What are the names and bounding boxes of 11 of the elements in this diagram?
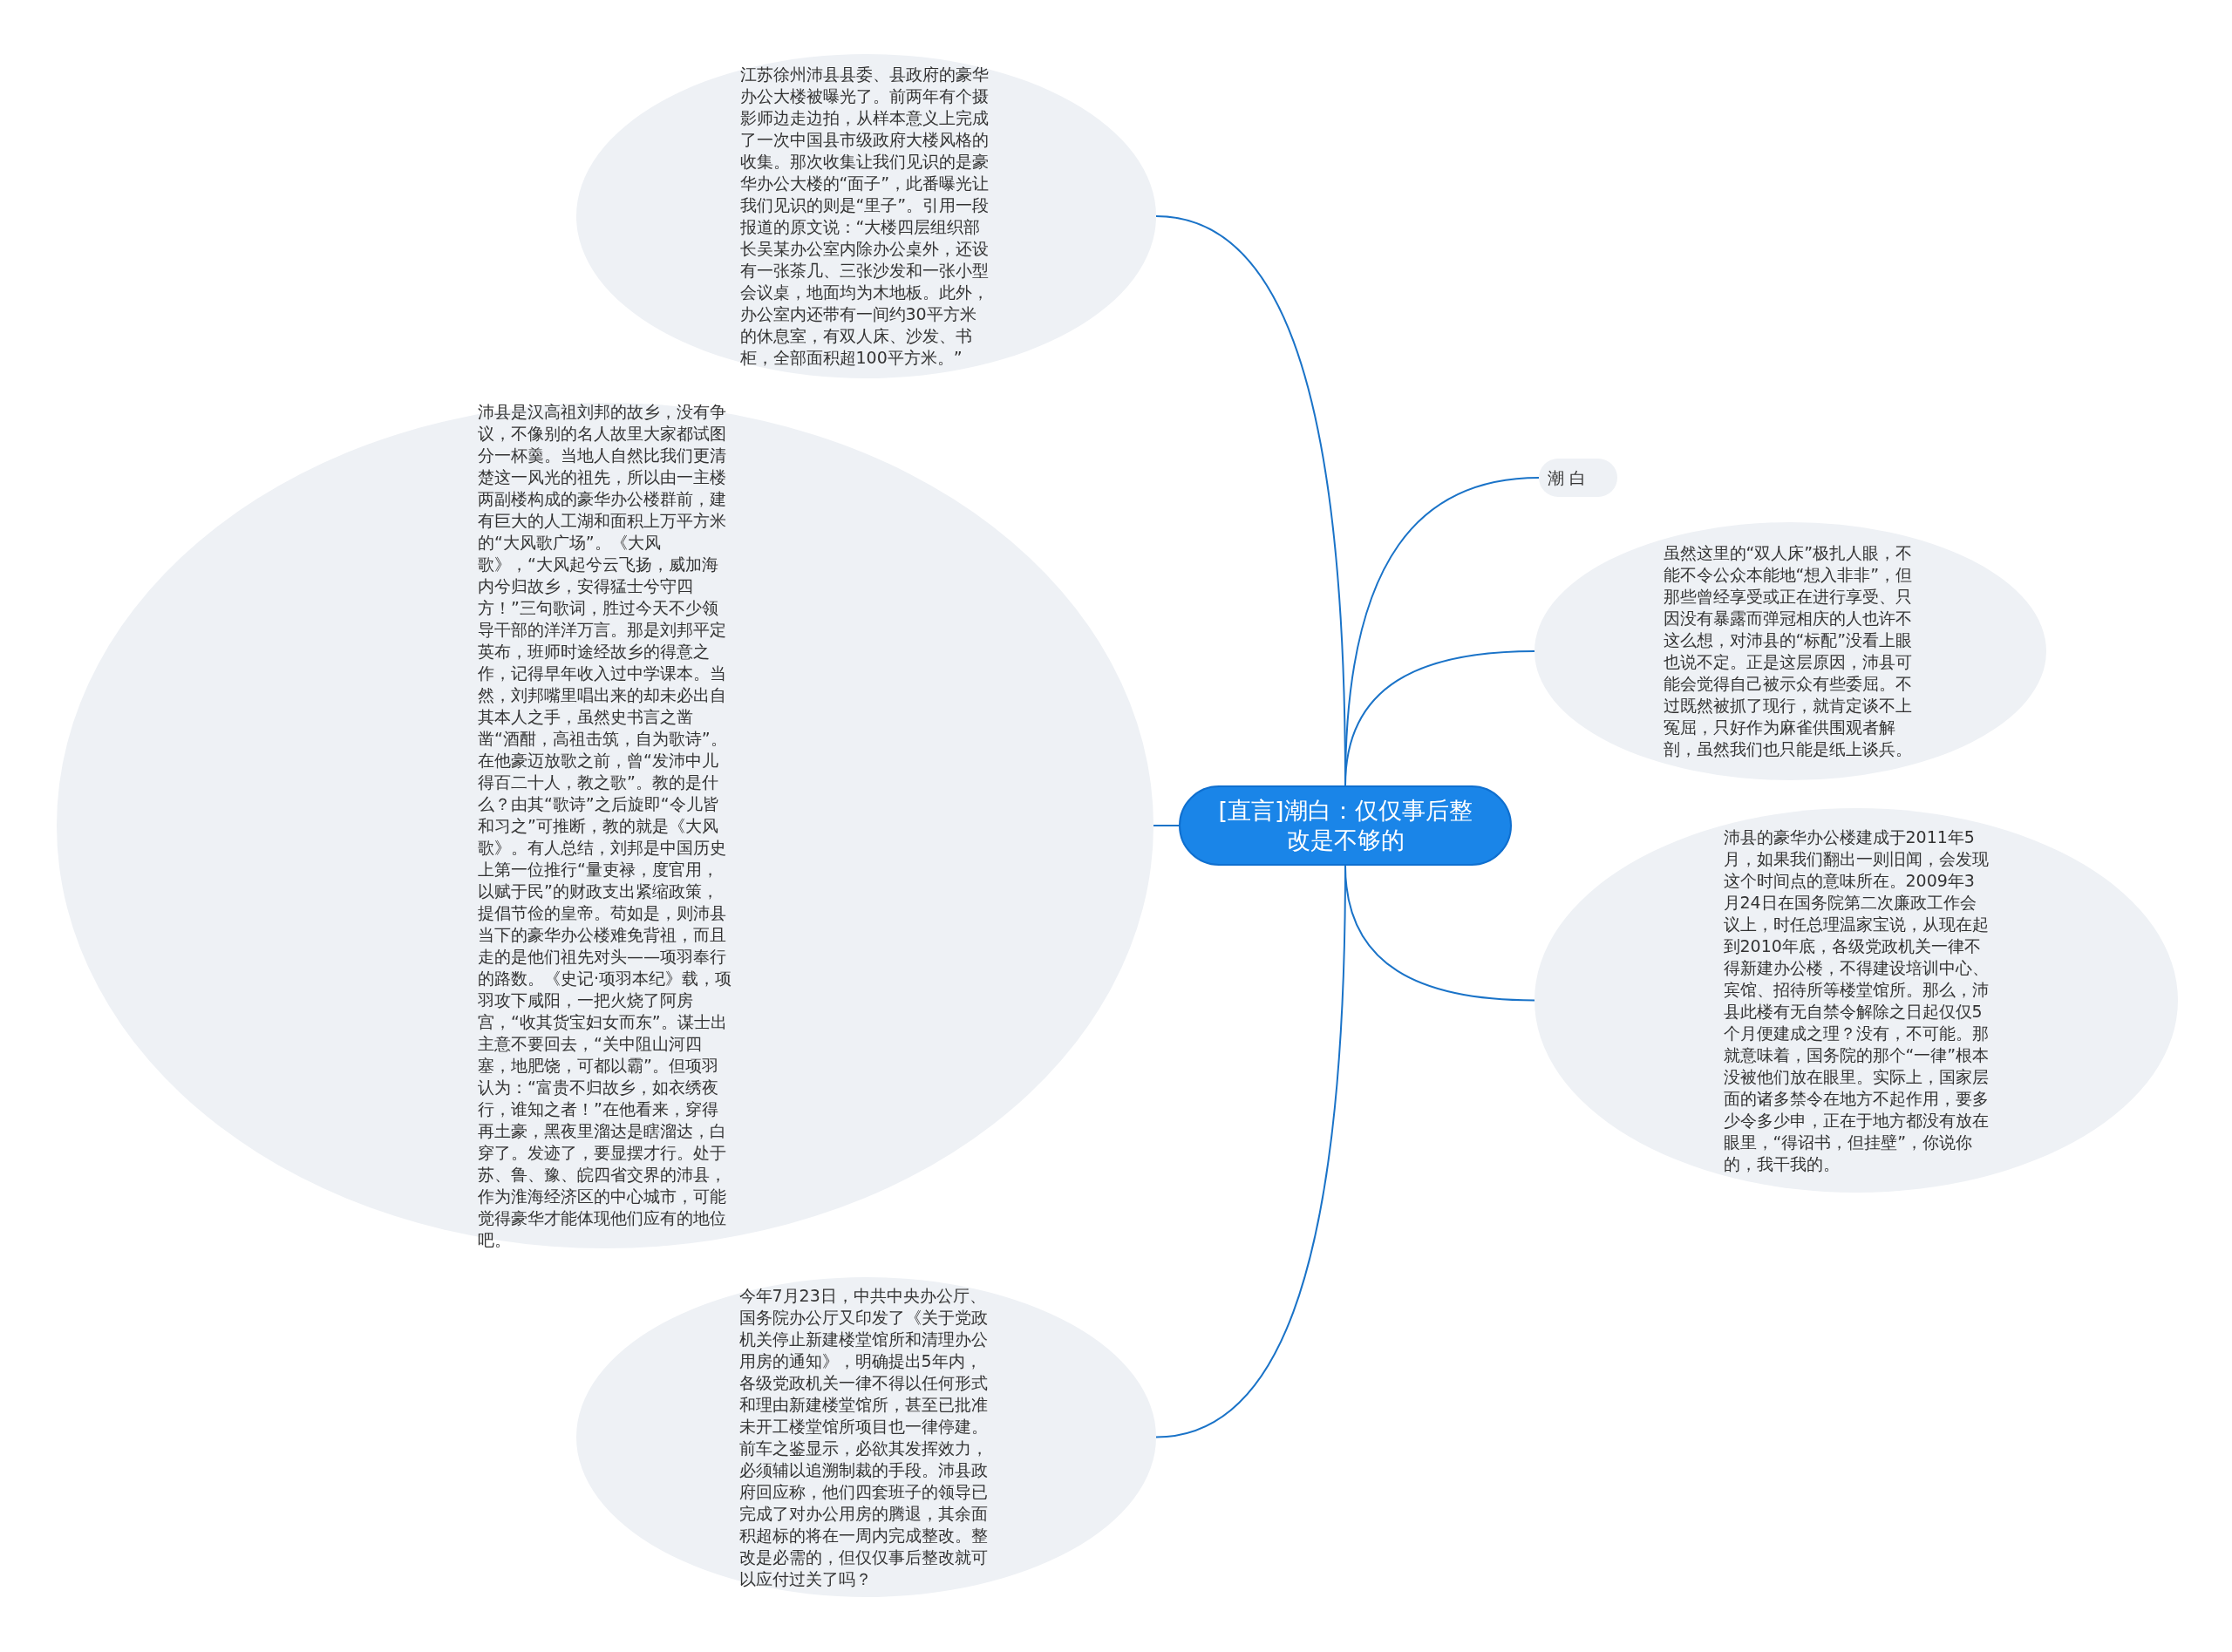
paragraph-text: 沛县是汉高祖刘邦的故乡，没有争议，不像别的名人故里大家都试图分一杯羹。当地人自然比我们更清楚这一风光的祖先，所以由一主楼两副楼构成的豪华办公楼群前，建有巨大的人工湖和面积上万平方米的“大风歌广场”。《大风歌》，“大风起兮云飞扬，威加海内兮归故乡，安得猛士兮守四方！”三句歌词，胜过今天不少领导干部的洋洋万言。那是刘邦平定英布，班师时途经故乡的得意之作，记得早年收入过中学课本。当然，刘邦嘴里唱出来的却未必出自其本人之手，虽然史书言之凿凿“酒酣，高祖击筑，自为歌诗”。在他豪迈放歌之前，曾“发沛中儿得百二十人，教之歌”。教的是什么？由其“歌诗”之后旋即“令儿皆和习之”可推断，教的就是《大风歌》。有人总结，刘邦是中国历史上第一位推行“量吏禄，度官用，以赋于民”的财政支出紧缩政策，提倡节俭的皇帝。苟如是，则沛县当下的豪华办公楼难免背祖，而且走的是他们祖先对头——项羽奉行的路数。《史记·项羽本纪》载，项羽攻下咸阳，一把火烧了阿房宫，“收其货宝妇女而东”。谋士出主意不要回去，“关中阻山河四塞，地肥饶，可都以霸”。但项羽认为：“富贵不归故乡，如衣绣夜行，谁知之者！”在他看来，穿得再土豪，黑夜里溜达是瞎溜达，白穿了。发迹了，要显摆才行。处于苏、鲁、豫、皖四省交界的沛县，作为淮海经济区的中心城市，可能觉得豪华才能体现他们应有的地位吧。 (478, 400, 732, 1251)
paragraph-text: 沛县的豪华办公楼建成于2011年5月，如果我们翻出一则旧闻，会发现这个时间点的意味所在。2009年3月24日在国务院第二次廉政工作会议上，时任总理温家宝说，从现在起到2010年底，各级党政机关一律不得新建办公楼，不得建设培训中心、宾馆、招待所等楼堂馆所。那么，沛县此楼有无自禁令解除之日起仅仅5个月便建成之理？没有，不可能。那就意味着，国务院的那个“一律”根本没被他们放在眼里。实际上，国家层面的诸多禁令在地方不起作用，要多少令多少申，正在于地方都没有放在眼里，“得诏书，但挂壁”，你说你的，我干我的。 (1723, 826, 1990, 1175)
paragraph-text: 今年7月23日，中共中央办公厅、国务院办公厅又印发了《关于党政机关停止新建楼堂馆所和清理办公用房的通知》，明确提出5年内，各级党政机关一律不得以任何形式和理由新建楼堂馆所，甚至已批准未开工楼堂馆所项目也一律停建。前车之鉴显示，必欲其发挥效力，必须辅以追溯制裁的手段。沛县政府回应称，他们四套班子的领导已完成了对办公用房的腾退，其余面积超标的将在一周内完成整改。整改是必需的，但仅仅事后整改就可以应付过关了吗？ (738, 1284, 989, 1590)
topic-title: [直言]潮白：仅仅事后整改是不够的 (1217, 796, 1473, 855)
paragraph-text: 虽然这里的“双人床”极扎人眼，不能不令公众本能地“想入非非”，但那些曾经享受或正在进行享受、只因没有暴露而弹冠相庆的人也许不这么想，对沛县的“标配”没看上眼也说不定。正是这层原因，沛县可能会觉得自己被示众有些委屈。不过既然被抓了现行，就肯定谈不上冤屈，只好作为麻雀供围观者解剖，虽然我们也只能是纸上谈兵。 (1663, 542, 1914, 760)
connector-line (1344, 650, 1535, 786)
paragraph-text: 江苏徐州沛县县委、县政府的豪华办公大楼被曝光了。前两年有个摄影师边走边拍，从样本意义上完成了一次中国县市级政府大楼风格的收集。那次收集让我们见识的是豪华办公大楼的“面子”，此番曝光让我们见识的则是“里子”。引用一段报道的原文说：“大楼四层组织部长吴某办公室内除办公桌外，还设有一张茶几、三张沙发和一张小型会议桌，地面均为木地板。此外，办公室内还带有一间约30平方米的休息室，有双人床、沙发、书柜，全部面积超100平方米。” (739, 64, 990, 369)
branch-pill (1539, 459, 1617, 497)
author-name: 潮 白 (1548, 466, 1588, 489)
connector-line (1344, 865, 1535, 1002)
connector-line (1153, 825, 1180, 826)
